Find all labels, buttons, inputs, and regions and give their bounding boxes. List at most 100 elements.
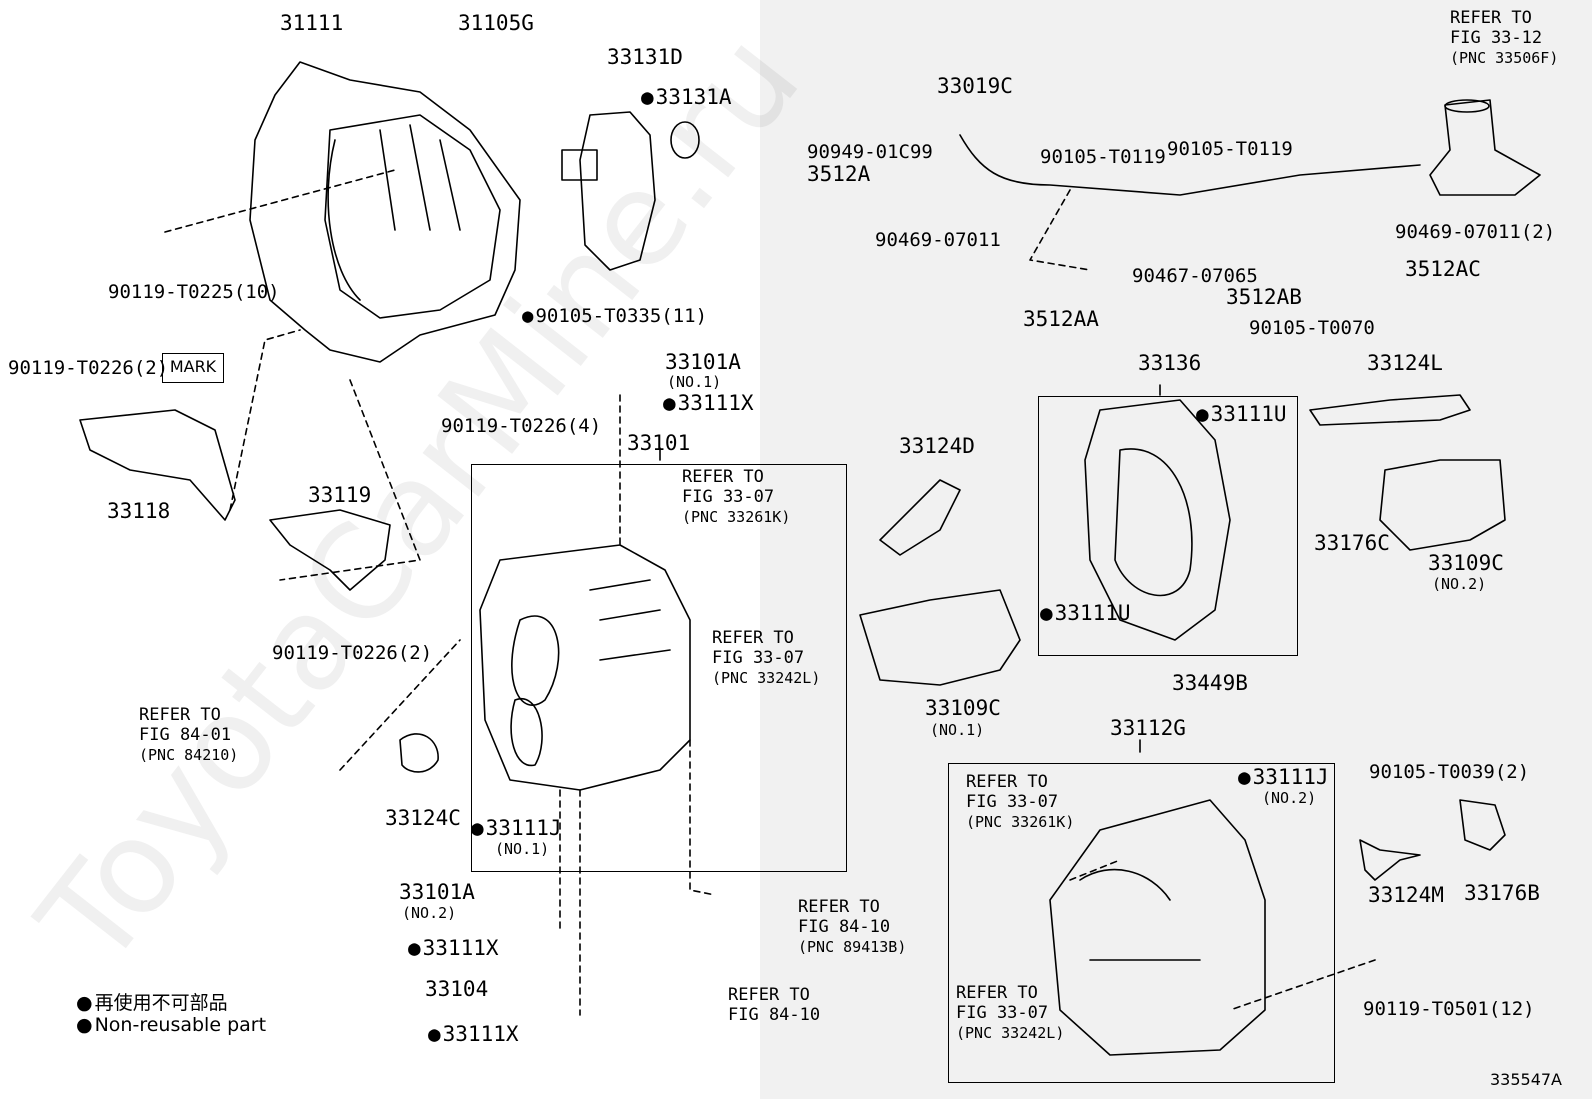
part-label-33124l[interactable]: 33124L xyxy=(1367,351,1443,375)
part-label-3512aa[interactable]: 3512AA xyxy=(1023,307,1099,331)
shield-33109c-no1-drawing xyxy=(859,589,1021,686)
part-label-33101a-top[interactable]: 33101A xyxy=(665,350,741,374)
part-label-90105-t0039[interactable]: 90105-T0039(2) xyxy=(1369,761,1530,783)
part-label-33176c[interactable]: 33176C xyxy=(1314,531,1390,555)
ref-line2: FIG 84-01 xyxy=(139,725,232,745)
part-label-33124d[interactable]: 33124D xyxy=(899,434,975,458)
ref-line3: (PNC 33506F) xyxy=(1450,49,1559,67)
part-label-90119-t0225[interactable]: 90119-T0225(10) xyxy=(108,281,280,303)
leader-lines xyxy=(164,169,1376,1016)
part-label-33131d[interactable]: 33131D xyxy=(607,45,683,69)
part-label-33111u-bot[interactable]: 33111U xyxy=(1040,603,1131,624)
ref-fig-33-07-d[interactable]: REFER TO FIG 33-07 (PNC 33242L) xyxy=(956,983,1064,1043)
part-label-33111j-right[interactable]: 33111J xyxy=(1238,767,1329,788)
part-label-33176b[interactable]: 33176B xyxy=(1464,881,1540,905)
plate-33124d-drawing xyxy=(879,479,961,556)
sensor-33124c-drawing xyxy=(399,733,439,773)
extension-group-frame xyxy=(948,763,1335,1083)
ref-line3: (PNC 33261K) xyxy=(966,813,1075,831)
ref-fig-84-01[interactable]: REFER TO FIG 84-01 (PNC 84210) xyxy=(139,705,238,765)
ref-line2: FIG 33-07 xyxy=(956,1003,1049,1023)
part-label-33449b[interactable]: 33449B xyxy=(1172,671,1248,695)
ref-fig-33-07-b[interactable]: REFER TO FIG 33-07 (PNC 33242L) xyxy=(712,628,820,688)
ref-line2: FIG 33-07 xyxy=(712,648,805,668)
part-label-90119-t0501[interactable]: 90119-T0501(12) xyxy=(1363,998,1535,1020)
ref-line1: REFER TO xyxy=(1450,8,1532,28)
part-label-33118[interactable]: 33118 xyxy=(107,499,171,523)
part-label-3512ac[interactable]: 3512AC xyxy=(1405,257,1481,281)
transmission-case-drawing xyxy=(479,544,691,791)
part-label-90119-t0226-4[interactable]: 90119-T0226(4) xyxy=(441,415,602,437)
part-label-33119[interactable]: 33119 xyxy=(308,483,372,507)
ref-fig-33-07-c[interactable]: REFER TO FIG 33-07 (PNC 33261K) xyxy=(966,772,1074,832)
ref-line3: (PNC 33261K) xyxy=(682,508,791,526)
part-label-33101a-bot[interactable]: 33101A xyxy=(399,880,475,904)
mark-label-box: MARK xyxy=(162,353,224,383)
part-label-90467-07065[interactable]: 90467-07065 xyxy=(1132,265,1258,287)
ref-line3: (PNC 89413B) xyxy=(798,938,907,956)
ref-line2: FIG 84-10 xyxy=(798,917,891,937)
ref-line1: REFER TO xyxy=(139,705,221,725)
ref-line2: FIG 33-12 xyxy=(1450,28,1543,48)
bracket-33124m-drawing xyxy=(1359,839,1421,881)
ref-line2: FIG 33-07 xyxy=(682,487,775,507)
bell-housing-drawing xyxy=(249,61,521,363)
extension-housing-drawing xyxy=(1049,799,1266,1056)
part-label-33109c-no1[interactable]: 33109C xyxy=(925,696,1001,720)
shield-33109c-no2-drawing xyxy=(1379,459,1506,551)
part-label-31105g[interactable]: 31105G xyxy=(458,11,534,35)
ref-fig-84-10-a[interactable]: REFER TO FIG 84-10 (PNC 89413B) xyxy=(798,897,906,957)
part-label-33112g[interactable]: 33112G xyxy=(1110,716,1186,740)
bracket-33118-drawing xyxy=(79,409,236,521)
part-label-90469-07011[interactable]: 90469-07011 xyxy=(875,229,1001,251)
part-label-33131a[interactable]: 33131A xyxy=(641,87,732,108)
part-label-33104[interactable]: 33104 xyxy=(425,977,489,1001)
ref-line1: REFER TO xyxy=(966,772,1048,792)
part-label-33111j-left[interactable]: 33111J xyxy=(471,818,562,839)
part-label-33124c[interactable]: 33124C xyxy=(385,806,461,830)
part-label-90105-t0070[interactable]: 90105-T0070 xyxy=(1249,317,1375,339)
ref-line3: (PNC 84210) xyxy=(139,746,239,764)
bracket-33119-drawing xyxy=(269,509,391,591)
plate-33124l-drawing xyxy=(1309,394,1471,426)
part-label-33136[interactable]: 33136 xyxy=(1138,351,1202,375)
part-label-90949-01c99[interactable]: 90949-01C99 xyxy=(807,141,933,163)
part-label-33111x-bot[interactable]: 33111X xyxy=(428,1024,519,1045)
part-label-33109c-no1-sub: (NO.1) xyxy=(930,721,985,739)
part-label-3512a[interactable]: 3512A xyxy=(807,162,871,186)
part-label-33101a-bot-sub: (NO.2) xyxy=(402,904,457,922)
part-label-33111j-right-sub: (NO.2) xyxy=(1262,789,1317,807)
legend-en: Non-reusable part xyxy=(76,1014,266,1036)
shift-linkage-drawing xyxy=(959,99,1541,196)
part-label-90105-t0335[interactable]: 90105-T0335(11) xyxy=(522,306,707,326)
ref-fig-33-07-a[interactable]: REFER TO FIG 33-07 (PNC 33261K) xyxy=(682,467,790,527)
part-label-90105-t0119-a[interactable]: 90105-T0119 xyxy=(1040,146,1166,168)
part-label-90119-t0226-2b[interactable]: 90119-T0226(2) xyxy=(272,642,433,664)
diagram-code: 335547A xyxy=(1489,1070,1562,1089)
part-label-90105-t0119-b[interactable]: 90105-T0119 xyxy=(1167,138,1293,160)
ref-fig-33-12[interactable]: REFER TO FIG 33-12 (PNC 33506F) xyxy=(1450,8,1558,68)
part-label-33109c-no2[interactable]: 33109C xyxy=(1428,551,1504,575)
ref-line1: REFER TO xyxy=(956,983,1038,1003)
part-label-33101[interactable]: 33101 xyxy=(627,431,691,455)
oil-pump-drawing xyxy=(561,111,700,271)
part-label-33111x-top[interactable]: 33111X xyxy=(663,393,754,414)
part-label-90119-t0226-2a[interactable]: 90119-T0226(2) xyxy=(8,357,169,379)
part-label-33111u-top[interactable]: 33111U xyxy=(1196,404,1287,425)
ref-line2: FIG 33-07 xyxy=(966,792,1059,812)
part-label-31111[interactable]: 31111 xyxy=(280,11,344,35)
part-label-90469-07011-2[interactable]: 90469-07011(2) xyxy=(1395,221,1556,243)
part-label-33111j-left-sub: (NO.1) xyxy=(495,840,550,858)
ref-line1: REFER TO xyxy=(712,628,794,648)
ref-line3: (PNC 33242L) xyxy=(956,1024,1065,1042)
part-label-3512ab[interactable]: 3512AB xyxy=(1226,285,1302,309)
part-label-33111x-mid[interactable]: 33111X xyxy=(408,938,499,959)
adapter-group-frame xyxy=(1038,396,1298,656)
ref-line3: (PNC 33242L) xyxy=(712,669,821,687)
part-label-33019c[interactable]: 33019C xyxy=(937,74,1013,98)
cover-33176b-drawing xyxy=(1459,799,1506,851)
ref-fig-84-10-b[interactable]: REFER TO FIG 84-10 xyxy=(728,985,820,1025)
part-label-33124m[interactable]: 33124M xyxy=(1368,883,1444,907)
